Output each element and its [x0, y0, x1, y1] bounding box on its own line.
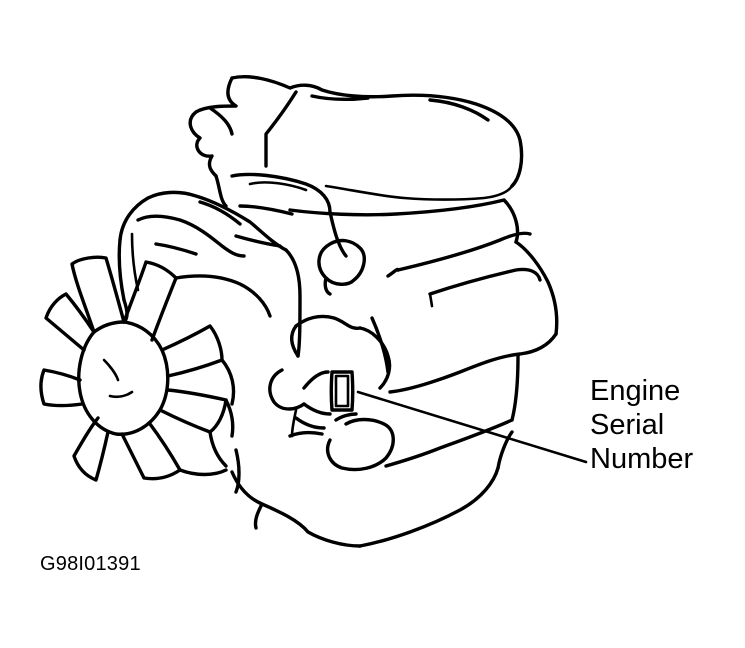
engine-block [328, 210, 559, 468]
intake-manifold [188, 75, 524, 244]
fan-icon [39, 255, 228, 482]
engine-serial-number-label: Engine Serial Number [590, 374, 693, 476]
leader-line [356, 390, 588, 464]
callout-line-3: Number [590, 443, 694, 475]
serial-number-plate-icon [329, 370, 355, 412]
timing-cover [268, 314, 395, 472]
callout-line-2: Serial [590, 409, 665, 441]
oil-pan [230, 430, 514, 548]
upper-fitting [317, 238, 366, 296]
valve-cover [117, 190, 302, 358]
figure-code: G98I01391 [40, 553, 141, 575]
callout-line-1: Engine [590, 375, 681, 407]
pulley [122, 274, 272, 477]
